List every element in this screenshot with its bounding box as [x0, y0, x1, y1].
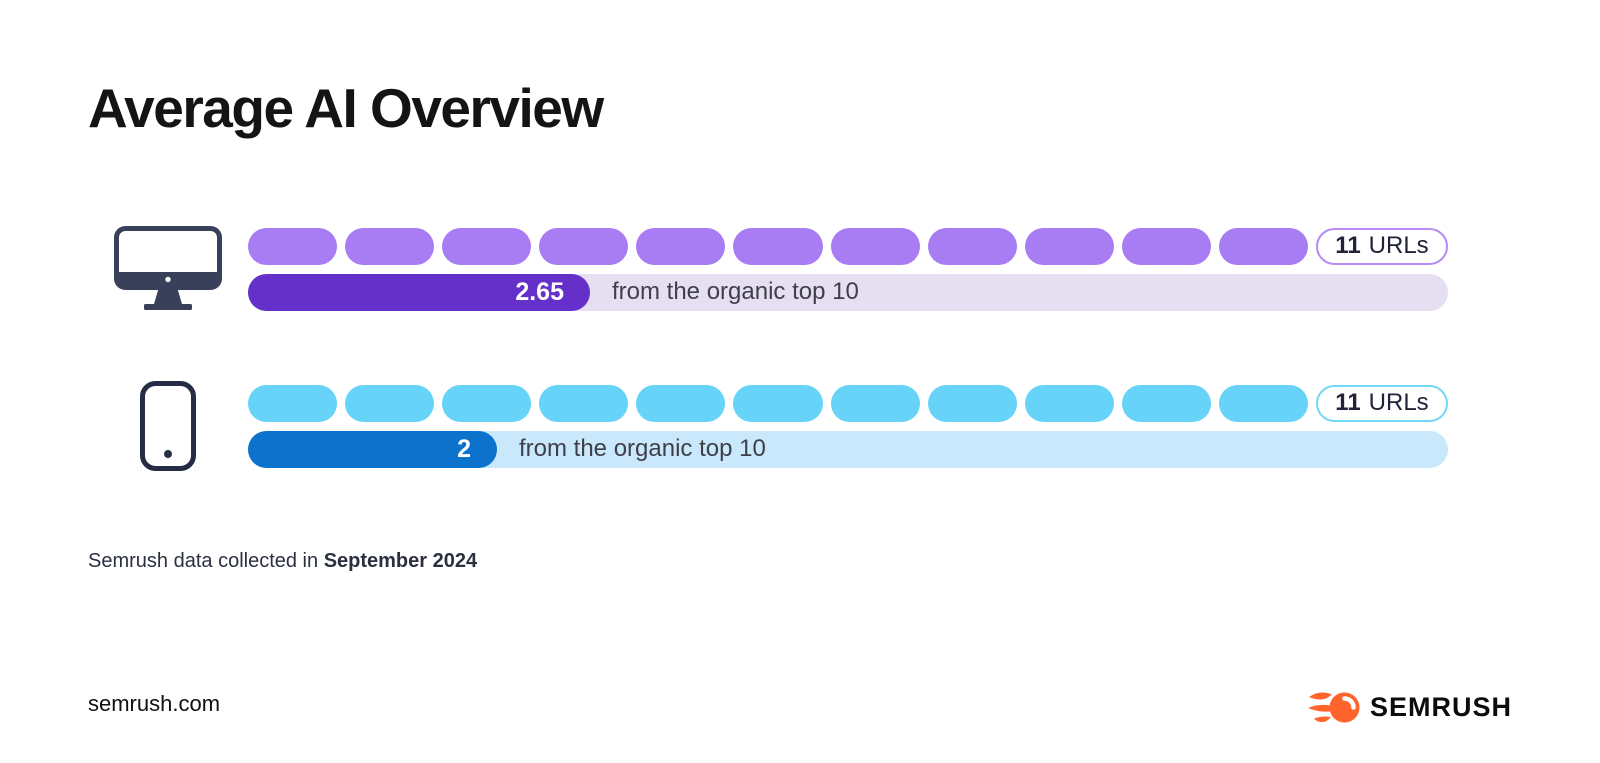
- semrush-flame-icon: [1307, 692, 1360, 723]
- url-pill: [1218, 227, 1309, 265]
- url-pill: [345, 384, 435, 422]
- desktop-url-count-badge: 11 URLs: [1316, 227, 1448, 265]
- badge-unit: URLs: [1368, 232, 1429, 259]
- desktop-bar-label: from the organic top 10: [612, 278, 859, 305]
- desktop-pill-line: 11 URLs: [248, 227, 1448, 265]
- url-pill: [1121, 384, 1211, 422]
- url-pill: [927, 227, 1017, 265]
- mobile-icon: [88, 380, 248, 472]
- url-pill: [442, 384, 532, 422]
- mobile-row: 11 URLs 2 from the organic top 10: [88, 380, 1448, 472]
- url-pill: [345, 227, 435, 265]
- url-pill: [733, 227, 823, 265]
- mobile-bar-track: 2 from the organic top 10: [248, 430, 1448, 468]
- url-pill: [248, 227, 338, 265]
- url-pill: [830, 384, 920, 422]
- url-pill: [1121, 227, 1211, 265]
- url-pill: [539, 227, 629, 265]
- url-pill: [927, 384, 1017, 422]
- mobile-bars: 11 URLs 2 from the organic top 10: [248, 384, 1448, 468]
- source-note: Semrush data collected in September 2024: [88, 550, 477, 573]
- desktop-bar-value: 2.65: [515, 277, 564, 306]
- badge-count: 11: [1335, 232, 1361, 259]
- mobile-bar-value: 2: [457, 434, 471, 463]
- url-pill: [636, 227, 726, 265]
- desktop-icon: [88, 225, 248, 313]
- mobile-url-pills: [248, 384, 1309, 422]
- desktop-row: 11 URLs 2.65 from the organic top 10: [88, 225, 1448, 313]
- url-pill: [830, 227, 920, 265]
- page-title: Average AI Overview: [88, 77, 604, 139]
- url-pill: [733, 384, 823, 422]
- desktop-url-pills: [248, 227, 1309, 265]
- url-pill: [248, 384, 338, 422]
- url-pill: [539, 384, 629, 422]
- desktop-bar-track: 2.65 from the organic top 10: [248, 273, 1448, 311]
- badge-unit: URLs: [1368, 389, 1429, 416]
- url-pill: [1024, 384, 1114, 422]
- source-note-prefix: Semrush data collected in: [88, 550, 324, 572]
- mobile-bar-label: from the organic top 10: [519, 435, 766, 462]
- badge-count: 11: [1335, 389, 1361, 416]
- semrush-wordmark: SEMRUSH: [1369, 691, 1512, 722]
- source-note-date: September 2024: [323, 550, 478, 572]
- url-pill: [1218, 384, 1309, 422]
- chart-rows: 11 URLs 2.65 from the organic top 10: [88, 225, 1448, 472]
- semrush-logo: SEMRUSH: [1307, 686, 1512, 728]
- desktop-bars: 11 URLs 2.65 from the organic top 10: [248, 227, 1448, 311]
- url-pill: [1024, 227, 1114, 265]
- url-pill: [442, 227, 532, 265]
- mobile-url-count-badge: 11 URLs: [1316, 384, 1448, 422]
- website-url: semrush.com: [88, 691, 221, 716]
- desktop-bar-fill: 2.65: [248, 273, 590, 311]
- mobile-pill-line: 11 URLs: [248, 384, 1448, 422]
- url-pill: [636, 384, 726, 422]
- mobile-bar-fill: 2: [248, 430, 497, 468]
